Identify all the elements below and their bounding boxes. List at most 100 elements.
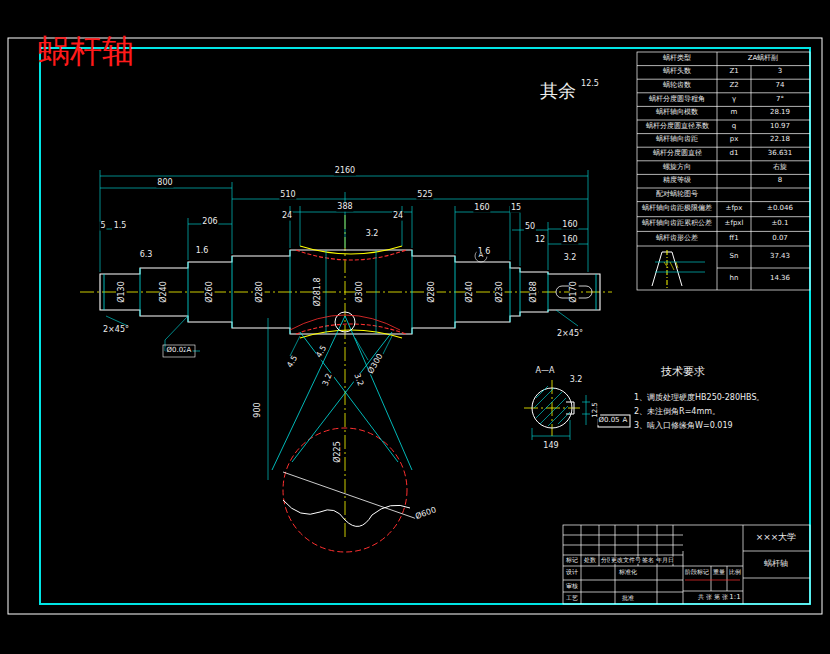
shaft-outline <box>300 246 402 254</box>
table-cell: ±0.046 <box>766 206 794 214</box>
dimension-label: 24 <box>281 212 293 221</box>
dimension-label: A—A <box>535 367 556 376</box>
table-cell: ZA蜗杆副 <box>747 55 780 63</box>
title-block-cell: 设计 <box>565 569 579 576</box>
worm-wheel <box>268 318 269 480</box>
dimension-label: Ø300 <box>356 280 365 304</box>
table-cell: ff1 <box>728 235 739 243</box>
frame <box>8 38 822 614</box>
dimension-lines <box>100 176 588 244</box>
table-cell: hn <box>729 275 740 283</box>
table-cell: 74 <box>775 82 786 90</box>
worm-wheel <box>283 500 410 526</box>
tooth-profile-sketch <box>655 262 705 272</box>
table-cell: ±fpx <box>725 206 744 214</box>
worm-wheel <box>272 316 412 470</box>
dimension-label: A <box>478 252 485 260</box>
title-block-cell: 审核 <box>565 583 579 590</box>
dimension-label: A <box>186 347 193 355</box>
dimension-label: 2160 <box>334 167 356 176</box>
dimension-lines <box>100 170 588 360</box>
table-cell: 配对蜗轮图号 <box>655 191 699 199</box>
table-cell: 蜗杆轴向齿距 <box>655 137 699 145</box>
table-cell: Z1 <box>728 69 739 77</box>
table-cell: d1 <box>729 150 740 158</box>
shaft-outline <box>100 246 600 338</box>
dimension-label: 15 <box>510 204 522 213</box>
worm-wheel <box>290 315 400 330</box>
dimension-label: 12 <box>534 236 546 245</box>
dimension-label: Ø240 <box>466 280 475 304</box>
dimension-label: 12.5 <box>592 401 600 419</box>
table-cell: 螺旋方向 <box>662 164 692 172</box>
dimension-label: 206 <box>201 218 218 227</box>
technical-note: 2、未注倒角R=4mm。 <box>633 408 721 417</box>
param-table <box>751 66 752 290</box>
dimension-label: 其余 <box>539 81 577 101</box>
dimension-label: 50 <box>524 223 536 232</box>
table-cell: 28.19 <box>769 109 791 117</box>
table-cell: 10.97 <box>769 123 791 131</box>
dimension-label: Ø260 <box>206 280 215 304</box>
table-cell: 蜗杆分度圆直径系数 <box>645 123 710 131</box>
title-block-cell: 1:1 <box>728 594 741 602</box>
tooth-profile-sketch <box>652 250 705 288</box>
dimension-label: Ø600 <box>413 506 438 522</box>
tooth-profile-sketch <box>667 250 668 288</box>
dimension-label: Ø280 <box>256 280 265 304</box>
dimension-label: 3.2 <box>321 372 334 389</box>
table-cell: 蜗杆轴向模数 <box>655 109 699 117</box>
title-block-cell: 更改文件号 <box>610 557 642 564</box>
drawing-title: 蜗杆轴 <box>38 34 134 69</box>
shaft-outline <box>296 250 406 334</box>
shaft-outline <box>100 250 600 334</box>
table-cell: ±0.1 <box>771 220 790 228</box>
frame <box>40 48 810 604</box>
dimension-label: 800 <box>156 179 173 188</box>
dimension-label: Ø170 <box>570 280 579 304</box>
dimension-lines <box>100 170 588 272</box>
table-cell: 蜗杆类型 <box>662 55 692 63</box>
table-cell: Sn <box>729 253 740 261</box>
dimension-label: 160 <box>473 204 490 213</box>
title-block-cell: 比例 <box>728 569 742 576</box>
title-block-cell: 标准化 <box>618 569 638 576</box>
technical-note: 技术要求 <box>660 366 706 378</box>
table-cell: 22.18 <box>769 137 791 145</box>
table-cell: 8 <box>777 177 783 185</box>
dimension-label: Ø188 <box>530 280 539 304</box>
title-block-cell: 处数 <box>583 557 597 564</box>
tooth-profile-sketch <box>664 262 678 270</box>
title-block-cell: ×××大学 <box>755 533 798 543</box>
dimension-label: 24 <box>392 212 404 221</box>
dimension-label: 900 <box>254 401 263 418</box>
table-cell: 蜗杆分度圆直径 <box>652 150 703 158</box>
title-block-cell: 阶段标记 <box>684 569 710 576</box>
dimension-label: 160 <box>561 221 578 230</box>
worm-wheel <box>283 428 407 552</box>
dimension-label: Ø225 <box>334 440 343 464</box>
table-cell: 蜗杆分度圆导程角 <box>648 96 706 104</box>
shaft-outline <box>104 250 596 334</box>
section-a-a <box>532 386 630 440</box>
title-block-cell: 标记 <box>565 557 579 564</box>
table-cell: 蜗杆轴向齿距极限偏差 <box>641 206 713 214</box>
table-cell: 7° <box>775 96 785 104</box>
table-cell: 蜗杆齿形公差 <box>655 235 699 243</box>
param-table <box>637 52 810 290</box>
dimension-label: 1.5 <box>113 222 128 231</box>
title-block-cell: 签名 <box>641 557 655 564</box>
title-block <box>685 580 740 581</box>
dimension-label: 2×45° <box>556 330 584 339</box>
dimension-label: 149 <box>542 442 559 451</box>
dimension-label: 5 <box>99 222 106 231</box>
dimension-label: Ø240 <box>160 280 169 304</box>
table-cell: 右旋 <box>772 164 788 172</box>
dimension-label: Ø0.05 <box>597 417 620 425</box>
dimension-label: 3.2 <box>351 372 364 389</box>
table-cell: 精度等级 <box>662 177 692 185</box>
param-table <box>717 52 718 290</box>
title-block-cell: 重量 <box>712 569 726 576</box>
table-cell: 蜗杆轴向齿距累积公差 <box>641 220 713 228</box>
